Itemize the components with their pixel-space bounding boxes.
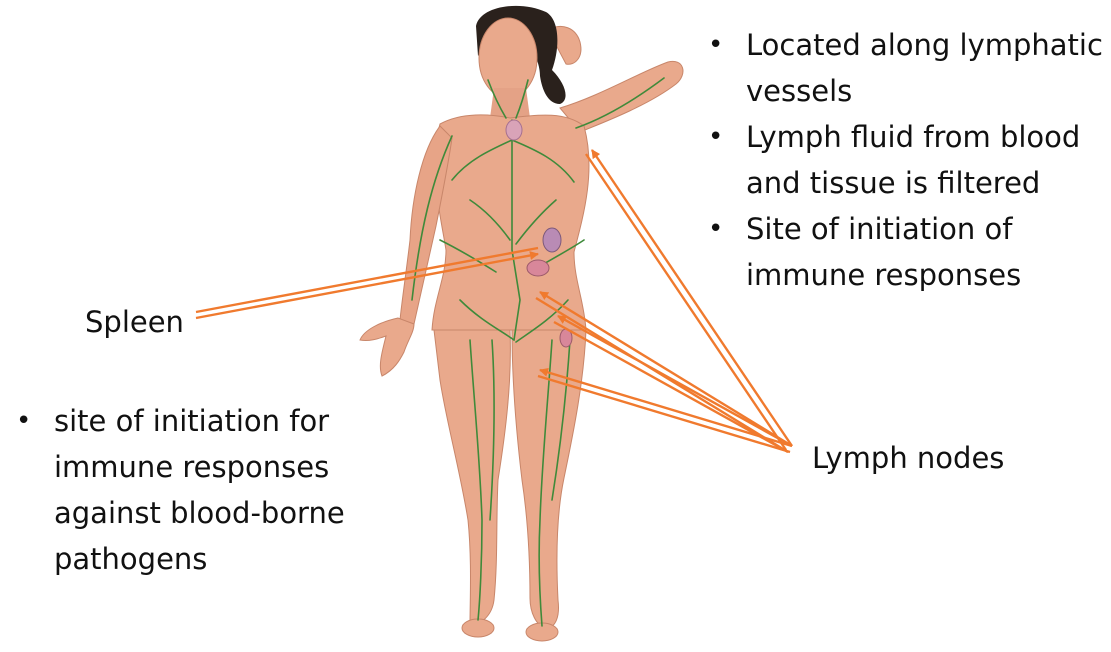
annotation-arrows [195, 149, 793, 454]
human-figure [359, 5, 684, 642]
head [478, 17, 538, 99]
lymph-nodes-label: Lymph nodes [812, 441, 1005, 475]
thymus [505, 119, 523, 141]
arrow-spleen [195, 251, 539, 320]
gut-organ [526, 259, 550, 277]
spleen-facts: site of initiation for immune responses … [16, 398, 416, 582]
arrow-lymph-thigh [539, 368, 793, 448]
spleen-label: Spleen [85, 305, 184, 339]
spleen-organ [542, 227, 562, 253]
bullet-item: site of initiation for immune responses … [16, 398, 416, 582]
arrow-lymph-axillary [591, 149, 793, 447]
arrow-lymph-abdomen [539, 290, 793, 448]
lymph-node-facts: Located along lymphatic vessels Lymph fl… [708, 22, 1108, 298]
bullet-item: Located along lymphatic vessels [708, 22, 1108, 114]
arrow-lymph-groin [557, 314, 793, 448]
bullet-item: Lymph fluid from blood and tissue is fil… [708, 114, 1108, 206]
lymphatic-vessels [411, 77, 665, 627]
bullet-item: Site of initiation of immune responses [708, 206, 1108, 298]
